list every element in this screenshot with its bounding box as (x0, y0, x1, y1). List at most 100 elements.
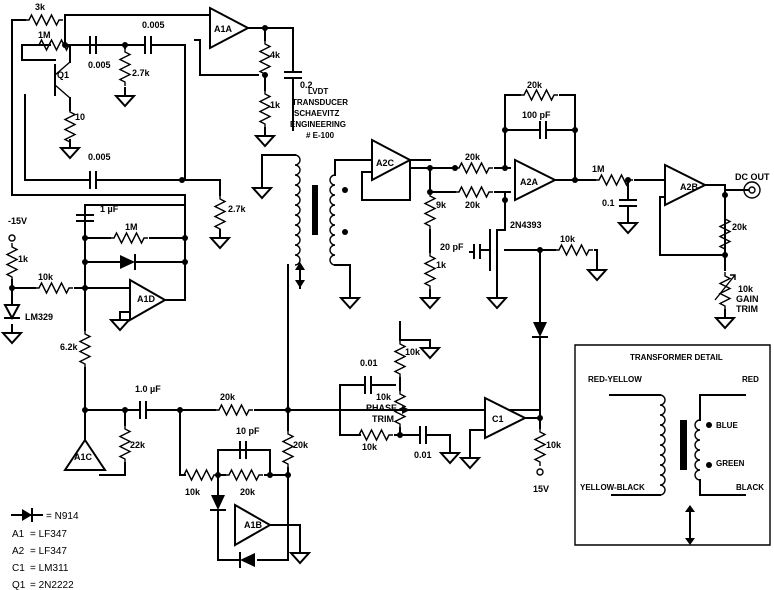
label-a2a: A2A (520, 177, 539, 187)
label-r-2k7-b: 2.7k (228, 204, 247, 214)
label-black: BLACK (736, 483, 764, 492)
label-r-3k: 3k (35, 2, 46, 12)
op-amp-a1c (63, 438, 107, 471)
op-amp-a1a (209, 6, 302, 147)
label-a1a: A1A (214, 24, 233, 34)
label-c-0005-a: 0.005 (88, 60, 111, 70)
diode-legend-icon (11, 508, 43, 522)
label-r-1k-a: 1k (270, 100, 281, 110)
label-r-20k-g: 20k (732, 222, 748, 232)
label-r-10k-e: 10k (362, 442, 378, 452)
label-c-10uf: 1.0 µF (135, 384, 161, 394)
label-r-10k-d: 10k (405, 347, 421, 357)
label-q1: Q1 (57, 70, 69, 80)
label-c1: C1 (492, 414, 504, 424)
label-red-yellow: RED-YELLOW (588, 375, 642, 384)
label-r-20k-c: 20k (293, 440, 309, 450)
label-dc-out: DC OUT (735, 172, 770, 182)
label-red: RED (742, 375, 759, 384)
label-a1b: A1B (244, 520, 263, 530)
label-r-20k-d: 20k (465, 152, 481, 162)
label-r-10k-b: 10k (185, 487, 201, 497)
label-r-10k-phase: 10k (376, 392, 392, 402)
label-r-20k-e: 20k (465, 200, 481, 210)
legend-a1-part: A1 (12, 529, 25, 540)
label-gain: GAIN (736, 294, 759, 304)
label-c-001-a: 0.01 (360, 358, 378, 368)
oscillator-section (11, 14, 259, 249)
phase-trim-section (339, 321, 486, 469)
jfet-2n4393 (469, 219, 607, 411)
lvdt-transducer (252, 154, 371, 411)
reference-section (2, 204, 188, 411)
legend-q1-value: = 2N2222 (30, 580, 74, 590)
label-r-20k-f: 20k (527, 80, 543, 90)
component-labels: 3k 1M Q1 0.005 0.005 2.7k 10 0.005 A1A 4… (8, 2, 770, 530)
lvdt-line-1: LVDT (308, 87, 328, 96)
label-r-10k-f: 10k (546, 440, 562, 450)
transformer-detail (574, 344, 771, 546)
op-amp-a1d (110, 278, 168, 331)
label-phase: PHASE (366, 403, 397, 413)
lvdt-line-4: ENGINEERING (290, 120, 346, 129)
label-2n4393: 2N4393 (510, 220, 542, 230)
label-trim2: TRIM (372, 414, 394, 424)
label-r-6k2: 6.2k (60, 342, 79, 352)
label-a1c: A1C (74, 452, 93, 462)
label-blue: BLUE (716, 421, 738, 430)
op-amp-a1b (210, 409, 310, 568)
label-neg15-bot: 15V (533, 484, 549, 494)
label-c-001-b: 0.01 (414, 450, 432, 460)
label-a1d: A1D (137, 294, 156, 304)
op-amp-a2a (454, 89, 591, 221)
label-r-2k7-a: 2.7k (132, 68, 151, 78)
transformer-labels: TRANSFORMER DETAIL RED-YELLOW RED BLUE G… (580, 353, 764, 492)
comparator-c1 (484, 396, 546, 476)
integrator-section (82, 401, 541, 481)
legend-c1-value: = LM311 (30, 563, 69, 574)
parts-legend: = N914 A1 = LF347 A2 = LF347 C1 = LM311 … (12, 511, 79, 590)
label-r-1k-c: 1k (436, 260, 447, 270)
label-r-20k-b: 20k (240, 487, 256, 497)
label-trim: TRIM (736, 304, 758, 314)
legend-a2-value: = LF347 (30, 546, 67, 557)
label-green: GREEN (716, 459, 745, 468)
label-r-10k-c: 10k (560, 234, 576, 244)
label-a2c: A2C (376, 158, 395, 168)
label-r-10: 10 (75, 112, 85, 122)
label-r-9k: 9k (436, 200, 447, 210)
label-r-1m-b: 1M (125, 222, 138, 232)
label-r-4k: 4k (270, 50, 281, 60)
label-r-10k-a: 10k (38, 272, 54, 282)
legend-a2-part: A2 (12, 546, 25, 557)
transformer-title: TRANSFORMER DETAIL (630, 353, 723, 362)
lvdt-caption: LVDT TRANSDUCER SCHAEVITZ ENGINEERING # … (290, 87, 348, 140)
label-a2b: A2B (680, 182, 699, 192)
label-yellow-black: YELLOW-BLACK (580, 483, 645, 492)
legend-a1-value: = LF347 (30, 529, 67, 540)
legend-q1-part: Q1 (12, 580, 26, 590)
label-c-02: 0.2 (300, 80, 313, 90)
label-lm329: LM329 (25, 312, 53, 322)
label-c-01: 0.1 (602, 198, 615, 208)
label-c-20pf: 20 pF (440, 242, 464, 252)
label-c-100pf: 100 pF (522, 110, 551, 120)
label-r-10k-gain: 10k (738, 284, 754, 294)
legend-c1-part: C1 (12, 563, 25, 574)
lvdt-line-5: # E-100 (306, 131, 335, 140)
label-r-1k-b: 1k (18, 254, 29, 264)
label-c-0005-c: 0.005 (88, 152, 111, 162)
label-r-22k: 22k (130, 440, 146, 450)
op-amp-a2b (589, 163, 761, 329)
label-neg15-top: -15V (8, 216, 27, 226)
label-c-0005-b: 0.005 (142, 20, 165, 30)
label-c-10pf: 10 pF (236, 426, 260, 436)
label-c-1uf: 1 µF (100, 204, 119, 214)
label-r-1m-c: 1M (592, 164, 605, 174)
lvdt-line-3: SCHAEVITZ (294, 109, 339, 118)
label-r-20k-a: 20k (220, 392, 236, 402)
lvdt-line-2: TRANSDUCER (292, 98, 348, 107)
label-r-1m-top: 1M (38, 30, 51, 40)
op-amp-a2c (361, 138, 458, 309)
